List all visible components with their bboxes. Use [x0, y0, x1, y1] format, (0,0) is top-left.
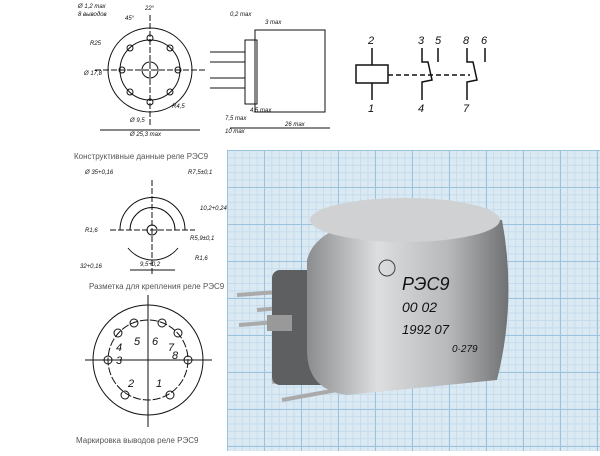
pin-label: 4 [418, 103, 424, 115]
pin-label: 1 [156, 378, 162, 390]
dim-label: 3 max [265, 20, 282, 26]
pin-label: 2 [127, 378, 134, 390]
pin-label: 6 [481, 35, 488, 47]
pinout-drawing: 5 6 7 4 3 8 2 1 [85, 295, 212, 427]
dim-label: 7,5 max [225, 116, 247, 122]
pin-label: 4 [116, 342, 122, 354]
dim-label: 8 выводов [78, 12, 107, 18]
dim-label: R7,5±0,1 [188, 170, 212, 176]
pin-label: 8 [172, 350, 179, 362]
dim-label: 45° [125, 16, 135, 22]
pin-label: 5 [435, 35, 442, 47]
relay-photo: РЭС9 00 02 1992 07 0·279 [227, 150, 600, 451]
mounting-drawing: Ø 35+0,16 R7,5±0,1 10,2+0,24 R1,6 R5,9±0… [80, 170, 228, 275]
pin-label: 3 [418, 35, 425, 47]
dim-label: Ø 9,5 [129, 118, 145, 124]
dim-label: 26 max [284, 122, 306, 128]
pin-label: 5 [134, 336, 141, 348]
dim-label: 10,2+0,24 [200, 206, 228, 212]
relay-marking-code: 00 02 [402, 299, 437, 315]
dim-label: R25 [90, 41, 102, 47]
pin-label: 1 [368, 103, 374, 115]
dim-label: R1,6 [195, 256, 208, 262]
dim-label: 32+0,16 [80, 264, 103, 270]
dim-label: 4,5 max [250, 108, 272, 114]
manufacturer-logo-icon [378, 259, 396, 277]
dim-label: R5,9±0,1 [190, 236, 214, 242]
relay-illustration: РЭС9 00 02 1992 07 0·279 [236, 198, 509, 402]
relay-marking-date: 1992 07 [402, 322, 450, 337]
pin-label: 8 [463, 35, 470, 47]
dim-label: Ø 1,2 max [77, 4, 107, 10]
dim-label: 22° [144, 6, 155, 12]
caption-mounting: Разметка для крепления реле РЭС9 [89, 282, 225, 291]
dim-label: 0,2 max [230, 12, 252, 18]
relay-dimension-drawing: Ø 1,2 max 8 выводов 22° 45° R25 Ø 17,8 R… [77, 4, 330, 138]
caption-pinout: Маркировка выводов реле РЭС9 [76, 436, 199, 445]
caption-construction: Конструктивные данные реле РЭС9 [74, 152, 209, 161]
dim-label: Ø 17,8 [83, 71, 103, 77]
pin-label: 7 [463, 103, 470, 115]
dim-label: R4,5 [172, 104, 185, 110]
pin-label: 7 [168, 342, 175, 354]
relay-marking-type: РЭС9 [402, 274, 450, 294]
dim-label: 9,5+0,2 [140, 262, 161, 268]
pin-label: 6 [152, 336, 159, 348]
dim-label: Ø 25,3 max [129, 132, 162, 138]
pin-label: 2 [367, 35, 374, 47]
dim-label: 10 max [225, 129, 246, 135]
relay-schematic: 2 1 3 4 5 8 7 6 [355, 35, 488, 115]
pin-label: 3 [116, 355, 123, 367]
dim-label: R1,6 [85, 228, 98, 234]
dim-label: Ø 35+0,16 [84, 170, 114, 176]
relay-marking-serial: 0·279 [452, 344, 478, 355]
